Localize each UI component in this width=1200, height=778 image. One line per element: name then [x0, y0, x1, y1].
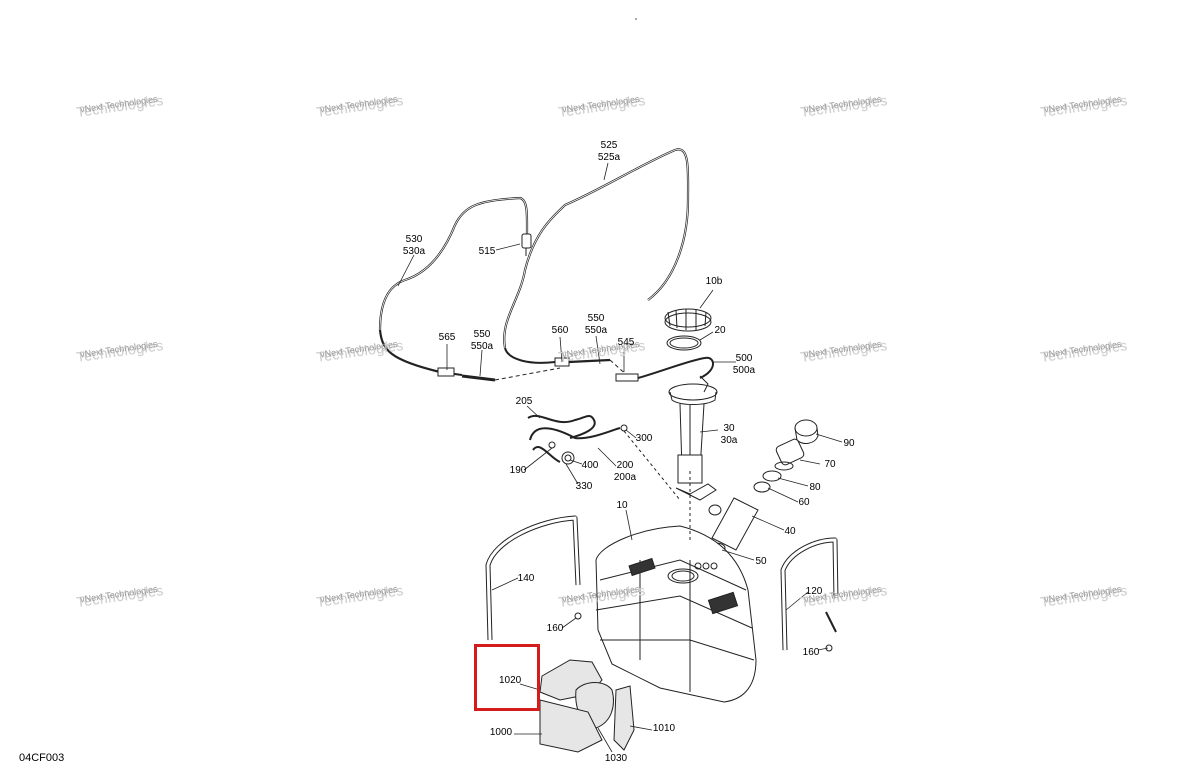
strap-120: [780, 537, 839, 652]
callout-560[interactable]: 560: [551, 325, 569, 336]
shield-1000: [539, 699, 603, 753]
callout-120[interactable]: 120: [805, 586, 823, 597]
filler-cap-90: [794, 419, 819, 444]
callout-40[interactable]: 40: [784, 526, 796, 537]
diagram-code: 04CF003: [19, 752, 65, 764]
callout-200[interactable]: 200 200a: [613, 460, 637, 483]
clamp-80: [762, 470, 782, 482]
seal-20: [666, 335, 702, 351]
callout-1030[interactable]: 1030: [604, 753, 628, 764]
callout-190[interactable]: 190: [509, 465, 527, 476]
callout-160-right[interactable]: 160: [802, 647, 820, 658]
lock-ring-10b: [664, 308, 712, 332]
callout-330[interactable]: 330: [575, 481, 593, 492]
callout-140[interactable]: 140: [517, 573, 535, 584]
callout-30[interactable]: 30 30a: [720, 423, 738, 446]
callout-10b[interactable]: 10b: [705, 276, 723, 287]
filler-hose-40: [708, 497, 759, 551]
callout-1020[interactable]: 1020: [499, 675, 522, 686]
callout-1010[interactable]: 1010: [652, 723, 676, 734]
callout-80[interactable]: 80: [809, 482, 821, 493]
callout-565[interactable]: 565: [438, 332, 456, 343]
callout-10[interactable]: 10: [616, 500, 628, 511]
callout-400[interactable]: 400: [581, 460, 599, 471]
callout-70[interactable]: 70: [824, 459, 836, 470]
shield-1010: [613, 685, 635, 751]
leader-lines: [397, 162, 843, 753]
callout-160-left[interactable]: 160: [546, 623, 564, 634]
callout-60[interactable]: 60: [798, 497, 810, 508]
callout-205[interactable]: 205: [515, 396, 533, 407]
callout-500[interactable]: 500 500a: [732, 353, 756, 376]
fuel-pump-30: [668, 375, 718, 501]
callout-20[interactable]: 20: [714, 325, 726, 336]
callout-300[interactable]: 300: [635, 433, 653, 444]
callout-530[interactable]: 530 530a: [402, 234, 426, 257]
callout-525[interactable]: 525 525a: [597, 140, 621, 163]
callout-90[interactable]: 90: [843, 438, 855, 449]
stray-dot: [635, 18, 637, 20]
valve-515: [521, 233, 532, 256]
clamp-60: [753, 481, 771, 493]
strap-140: [485, 515, 582, 641]
filler-neck-70: [774, 438, 805, 471]
highlight-box-1020[interactable]: [474, 644, 540, 711]
callout-50[interactable]: 50: [755, 556, 767, 567]
vent-hose-530: [378, 196, 529, 374]
callout-545[interactable]: 545: [617, 337, 635, 348]
callout-1000[interactable]: 1000: [489, 727, 513, 738]
hose-200-205: [527, 414, 681, 501]
callout-515[interactable]: 515: [478, 246, 496, 257]
vent-hose-525: [503, 148, 690, 349]
callout-550-right[interactable]: 550 550a: [584, 313, 608, 336]
callout-550-left[interactable]: 550 550a: [470, 329, 494, 352]
fuel-tank-10: [595, 470, 757, 703]
